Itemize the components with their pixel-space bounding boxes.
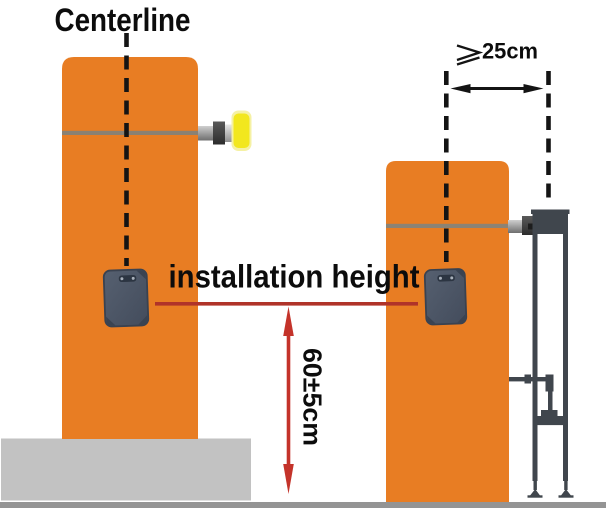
svg-text:25cm: 25cm — [482, 39, 538, 64]
svg-text:Centerline: Centerline — [55, 2, 191, 38]
svg-text:installation height: installation height — [169, 259, 420, 295]
svg-text:60±5cm: 60±5cm — [298, 348, 328, 446]
